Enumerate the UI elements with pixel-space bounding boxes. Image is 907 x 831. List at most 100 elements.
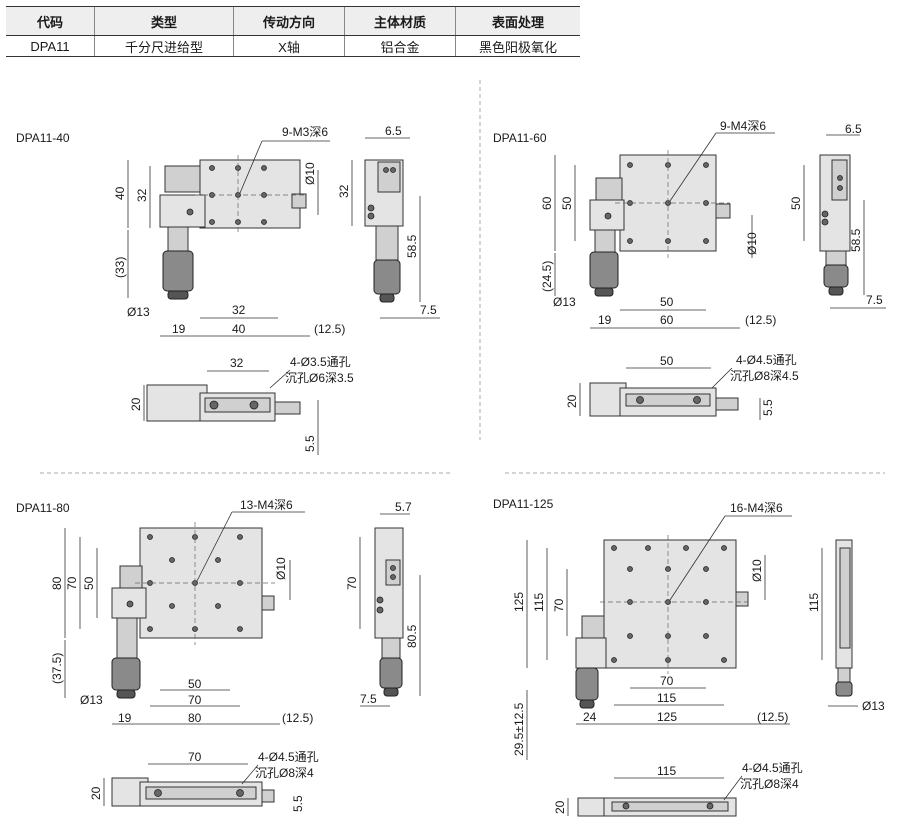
hole-note-125-a: 4-Ø4.5通孔 (742, 761, 803, 775)
dim-40-side-len: 58.5 (405, 234, 419, 258)
dim-80-h-ref: (37.5) (50, 653, 64, 684)
hole-note-80-b: 沉孔Ø8深4 (255, 766, 314, 780)
top-view-125: 16-M4深6 125 115 70 29.5±12.5 70 115 24 1… (512, 501, 792, 760)
spec-table: 代码 类型 传动方向 主体材质 表面处理 DPA11 千分尺进给型 X轴 铝合金… (6, 6, 580, 57)
model-title-80: DPA11-80 (16, 501, 70, 515)
tap-note-60: 9-M4深6 (720, 119, 766, 133)
model-title-60: DPA11-60 (493, 131, 547, 145)
dim-80-w-offset: 19 (118, 711, 132, 725)
dim-60-w-total: 60 (660, 313, 674, 327)
drawing-dpa11-40: DPA11-40 9-M3深6 40 32 (33) Ø13 (16, 124, 440, 455)
dim-80-side-off: 7.5 (360, 692, 377, 706)
dim-80-bottom-w: 70 (188, 750, 202, 764)
dim-80-h-outer: 80 (50, 576, 64, 590)
hole-note-40-b: 沉孔Ø6深3.5 (285, 371, 354, 385)
hole-note-80-a: 4-Ø4.5通孔 (258, 750, 319, 764)
dim-125-h-mid: 115 (532, 593, 546, 612)
side-view-125: 115 Ø13 (807, 539, 885, 713)
dim-80-bottom-off: 5.5 (291, 795, 305, 812)
dim-40-bottom-off: 5.5 (303, 435, 317, 452)
dim-60-bottom-h: 20 (565, 394, 579, 408)
dim-40-w-total: 40 (232, 322, 246, 336)
dim-80-h-inner: 50 (82, 576, 96, 590)
dim-40-side-off: 7.5 (420, 303, 437, 317)
dim-60-side-h: 50 (789, 196, 803, 210)
spec-header-row: 代码 类型 传动方向 主体材质 表面处理 (6, 6, 580, 36)
dim-60-side-len: 58.5 (849, 228, 863, 252)
dim-60-bottom-off: 5.5 (761, 399, 775, 416)
dim-80-side-h: 70 (345, 576, 359, 590)
hole-note-60-b: 沉孔Ø8深4.5 (730, 369, 799, 383)
header-type: 类型 (94, 6, 234, 36)
dim-60-travel: (12.5) (745, 313, 776, 327)
dim-80-side-w: 5.7 (395, 500, 412, 514)
side-view-60: 6.5 50 58.5 7.5 (789, 122, 886, 309)
dim-80-bottom-h: 20 (89, 786, 103, 800)
dim-80-w-inner: 50 (188, 677, 202, 691)
dim-125-w-offset: 24 (583, 710, 597, 724)
dim-60-side-w: 6.5 (845, 122, 862, 136)
dim-125-w-total: 125 (657, 710, 677, 724)
top-view-60: 9-M4深6 60 50 (24.5) Ø13 50 19 60 (12.5) … (540, 119, 776, 329)
dim-80-h-mid: 70 (65, 576, 79, 590)
dim-125-w-inner: 70 (660, 674, 674, 688)
hole-note-60-a: 4-Ø4.5通孔 (736, 353, 797, 367)
header-drive: 传动方向 (233, 6, 345, 36)
cell-finish: 黑色阳极氧化 (455, 35, 580, 57)
bottom-view-40: 32 20 5.5 4-Ø3.5通孔 沉孔Ø6深3.5 (129, 355, 354, 455)
dim-40-w-offset: 19 (172, 322, 186, 336)
dim-40-h-inner: 32 (135, 188, 149, 202)
dim-40-w-inner: 32 (232, 303, 246, 317)
tap-note-125: 16-M4深6 (730, 501, 783, 515)
dim-60-h-inner: 50 (560, 196, 574, 210)
dim-80-w-total: 80 (188, 711, 202, 725)
dim-125-h-outer: 125 (512, 592, 526, 612)
top-view-40: 9-M3深6 40 32 (33) Ø13 32 19 40 (12.5) Ø1… (113, 125, 345, 337)
dim-125-travel: (12.5) (757, 710, 788, 724)
dim-40-knob-dia: Ø10 (303, 162, 317, 185)
dim-40-side-w: 6.5 (385, 124, 402, 138)
dim-60-h-outer: 60 (540, 196, 554, 210)
dim-80-side-len: 80.5 (405, 624, 419, 648)
tap-holes-80 (147, 534, 243, 632)
side-view-40: 6.5 32 58.5 7.5 (337, 124, 440, 319)
side-view-80: 5.7 70 80.5 7.5 (345, 500, 421, 707)
drawing-dpa11-125: DPA11-125 16-M4深6 125 115 70 (493, 497, 885, 817)
dim-60-w-inner: 50 (660, 295, 674, 309)
cell-material: 铝合金 (344, 35, 456, 57)
cell-drive: X轴 (233, 35, 345, 57)
dim-125-side-dia: Ø13 (862, 699, 885, 713)
dim-60-knob-dia: Ø10 (745, 232, 759, 255)
dim-125-bottom-w: 115 (657, 764, 676, 778)
dim-40-travel: (12.5) (314, 322, 345, 336)
top-view-80: 13-M4深6 80 70 50 (37.5) Ø13 50 70 19 80 … (50, 498, 313, 725)
dim-40-bottom-w: 32 (230, 356, 244, 370)
dim-40-shaft-dia: Ø13 (127, 305, 150, 319)
hole-note-40-a: 4-Ø3.5通孔 (290, 355, 351, 369)
dim-125-h-inner: 70 (552, 598, 566, 612)
spec-data-row: DPA11 千分尺进给型 X轴 铝合金 黑色阳极氧化 (6, 35, 580, 57)
bottom-view-80: 70 20 5.5 4-Ø4.5通孔 沉孔Ø8深4 (89, 750, 319, 812)
dim-60-bottom-w: 50 (660, 354, 674, 368)
dim-125-h-ref: 29.5±12.5 (512, 702, 526, 756)
dim-80-w-mid: 70 (188, 693, 202, 707)
dim-60-side-off: 7.5 (866, 293, 883, 307)
header-code: 代码 (6, 6, 95, 36)
dim-60-h-ref: (24.5) (540, 261, 554, 292)
dim-125-side-h: 115 (807, 593, 821, 612)
dim-40-h-ref: (33) (113, 257, 127, 278)
dim-125-bottom-h: 20 (553, 800, 567, 814)
tap-note-40: 9-M3深6 (282, 125, 328, 139)
dim-60-w-offset: 19 (598, 313, 612, 327)
tap-note-80: 13-M4深6 (240, 498, 293, 512)
hole-note-125-b: 沉孔Ø8深4 (740, 777, 799, 791)
dim-125-knob-dia: Ø10 (750, 559, 764, 582)
bottom-view-125: 115 20 4-Ø4.5通孔 沉孔Ø8深4 (553, 761, 803, 817)
dim-40-bottom-h: 20 (129, 397, 143, 411)
header-finish: 表面处理 (455, 6, 580, 36)
dim-80-knob-dia: Ø10 (274, 557, 288, 580)
model-title-125: DPA11-125 (493, 497, 554, 511)
bottom-view-60: 50 20 5.5 4-Ø4.5通孔 沉孔Ø8深4.5 (565, 353, 799, 420)
dim-125-w-mid: 115 (657, 691, 676, 705)
